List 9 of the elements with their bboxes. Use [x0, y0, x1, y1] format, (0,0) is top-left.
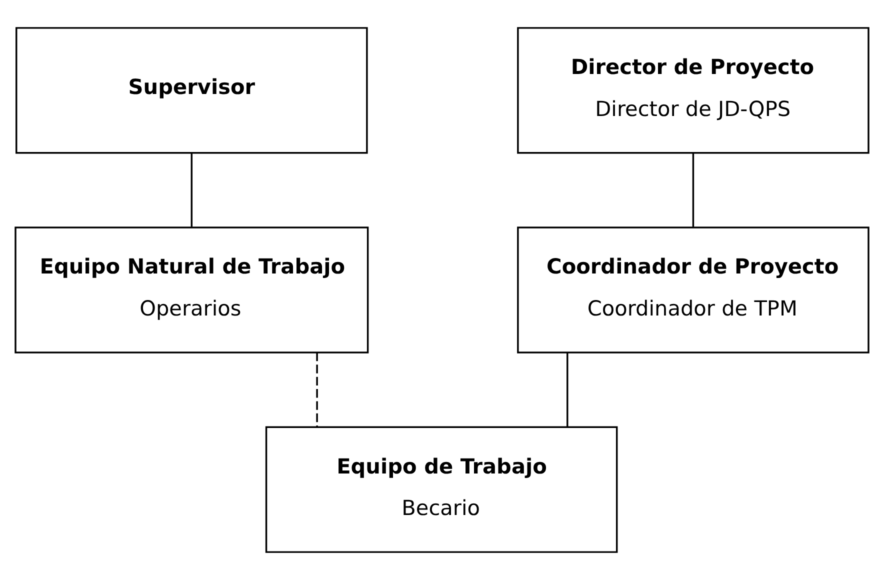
node-box: Coordinador de Proyecto Coordinador de TPM — [517, 226, 870, 354]
connector — [692, 153, 694, 227]
node-box: Director de Proyecto Director de JD-QPS — [517, 27, 870, 154]
node-box: Equipo de Trabajo Becario — [265, 426, 618, 553]
connector — [316, 352, 318, 427]
node-box: Supervisor — [16, 27, 368, 154]
connector — [566, 352, 568, 427]
connector — [190, 153, 193, 227]
node-box: Equipo Natural de Trabajo Operarios — [14, 226, 369, 354]
